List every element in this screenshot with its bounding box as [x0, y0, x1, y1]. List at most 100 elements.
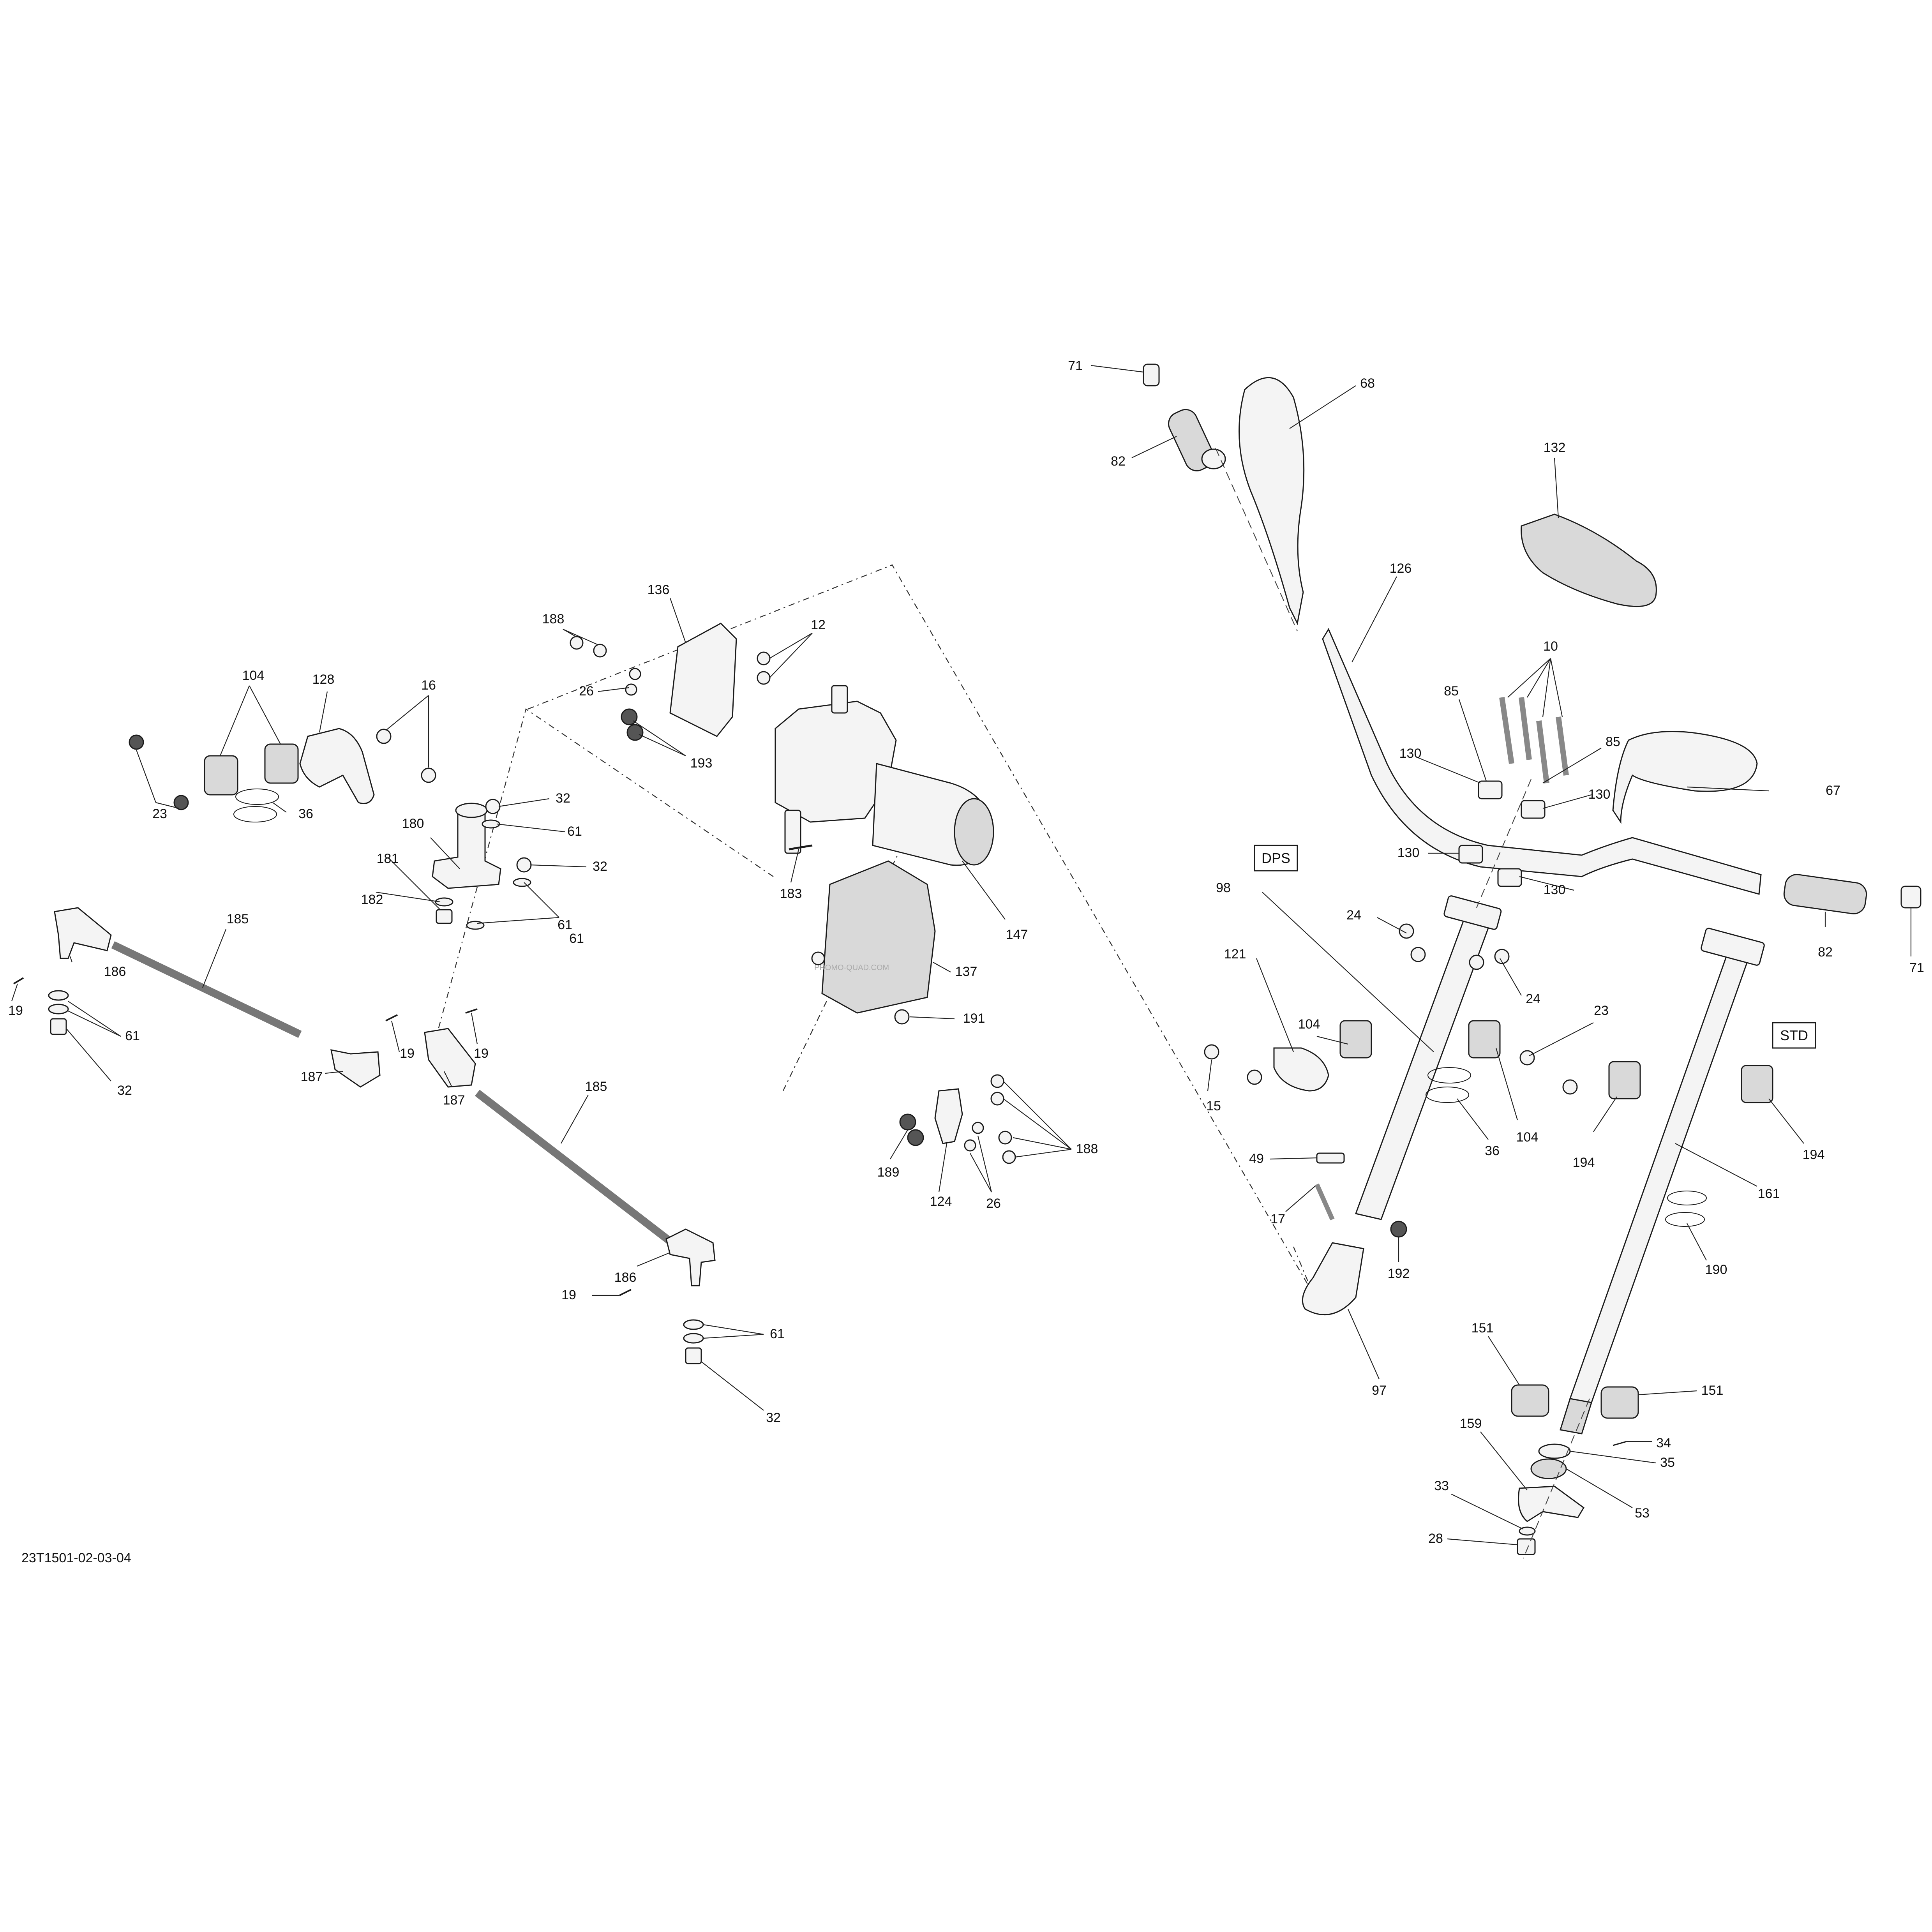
callout: 36 — [298, 806, 313, 821]
std-tag: STD — [1780, 1027, 1808, 1043]
watermark: PROMO-QUAD.COM — [814, 963, 889, 972]
tie-rod-185-lower — [475, 1090, 675, 1246]
bolt-10b — [1519, 697, 1532, 760]
tie-rod-end-187-upper — [330, 1049, 381, 1088]
drawing-code: 23T1501-02-03-04 — [21, 1551, 131, 1565]
callout: 32 — [556, 791, 570, 806]
callout: 130 — [1399, 746, 1422, 761]
nut-193a — [621, 708, 638, 725]
callout: 130 — [1588, 787, 1611, 802]
callout: 161 — [1758, 1186, 1780, 1201]
bearing-53 — [1530, 1458, 1567, 1479]
washer-182 — [435, 897, 453, 907]
cotter-19d — [619, 1289, 632, 1296]
callout: 182 — [361, 892, 383, 907]
callout: 26 — [579, 684, 594, 699]
callout: 19 — [8, 1003, 23, 1018]
callout: 185 — [585, 1079, 607, 1094]
steering-mount-top — [455, 803, 488, 818]
callout: 126 — [1390, 561, 1412, 576]
bolt-188e — [998, 1131, 1012, 1145]
callout: 28 — [1428, 1531, 1443, 1546]
washer-61b — [513, 878, 531, 887]
washer-26c — [972, 1122, 984, 1134]
clamp-130d — [1497, 868, 1522, 887]
oring-36r-b — [1426, 1087, 1469, 1103]
dps-motor-end — [954, 798, 994, 866]
callout: 185 — [227, 912, 249, 926]
dps-tag-box — [1254, 845, 1298, 872]
oring-190a — [1667, 1191, 1707, 1205]
callout: 187 — [443, 1093, 465, 1108]
bolt-12a — [757, 651, 771, 665]
bearing-151b — [1600, 1386, 1639, 1419]
bracket-136 — [669, 623, 737, 737]
washer-26b — [625, 683, 637, 696]
bolt-188c — [990, 1074, 1004, 1088]
left-grip-end — [1201, 448, 1226, 469]
nut-181 — [436, 909, 453, 924]
callout: 68 — [1360, 376, 1375, 391]
dps-input-spline — [831, 685, 848, 714]
tie-rod-185-upper — [111, 941, 302, 1038]
callout: 180 — [402, 816, 424, 831]
callout: 137 — [955, 964, 977, 979]
callout: 190 — [1705, 1262, 1727, 1277]
callout: 128 — [312, 672, 335, 687]
callout: 85 — [1444, 684, 1459, 699]
bolt-15b — [1247, 1069, 1262, 1085]
bolt-10c — [1536, 720, 1549, 783]
callout: 32 — [766, 1410, 781, 1425]
callout: 15 — [1206, 1099, 1221, 1113]
callout: 19 — [474, 1046, 489, 1061]
oring-36r-a — [1427, 1067, 1471, 1083]
pitman-arm-159 — [1518, 1486, 1584, 1522]
callout: 82 — [1111, 454, 1126, 469]
std-column-flange — [1701, 928, 1765, 966]
nut-189a — [899, 1113, 916, 1131]
callout: 23 — [152, 806, 167, 821]
left-mirror — [1239, 377, 1305, 625]
nut-23l-a — [129, 734, 144, 750]
callout: 23 — [1594, 1003, 1609, 1018]
callout: 67 — [1826, 783, 1840, 798]
bolt-188a — [570, 636, 584, 650]
callout: 147 — [1006, 927, 1028, 942]
clamp-130c — [1458, 845, 1483, 864]
mount-group-outline — [436, 708, 774, 1037]
nut-32d — [685, 1347, 702, 1364]
bolt-10d — [1556, 716, 1569, 776]
callout: 19 — [400, 1046, 415, 1061]
nut-28 — [1517, 1538, 1536, 1555]
dps-group-outline — [528, 564, 1314, 1294]
callout: 188 — [542, 612, 565, 626]
std-lower-axis — [1523, 1398, 1590, 1559]
washer-61f — [683, 1319, 704, 1330]
electronic-group-outline — [782, 798, 912, 1091]
std-column-splines — [1560, 1398, 1592, 1434]
callout: 136 — [648, 582, 670, 597]
nut-192 — [1390, 1221, 1407, 1238]
callout: 189 — [877, 1165, 900, 1180]
callout: 26 — [986, 1196, 1001, 1211]
right-grip — [1783, 874, 1867, 914]
nut-24c — [1469, 955, 1484, 970]
nut-23r2 — [1562, 1079, 1578, 1095]
callout: 24 — [1526, 992, 1540, 1006]
callout: 104 — [1298, 1017, 1320, 1032]
handlebar-cover — [1521, 513, 1657, 607]
washer-61g — [683, 1333, 704, 1344]
callout: 97 — [1372, 1383, 1387, 1398]
bushing-104-right-b — [1468, 1020, 1501, 1059]
clamp-130a — [1478, 780, 1503, 799]
callout: 71 — [1068, 358, 1083, 373]
callout: 10 — [1543, 639, 1558, 654]
tie-rod-end-186-left — [54, 907, 112, 959]
bushing-194b — [1741, 1065, 1773, 1103]
callout: 186 — [614, 1270, 637, 1285]
left-mirror-axis — [1215, 448, 1298, 632]
callout: 130 — [1544, 882, 1566, 897]
bolt-16b — [421, 768, 436, 783]
